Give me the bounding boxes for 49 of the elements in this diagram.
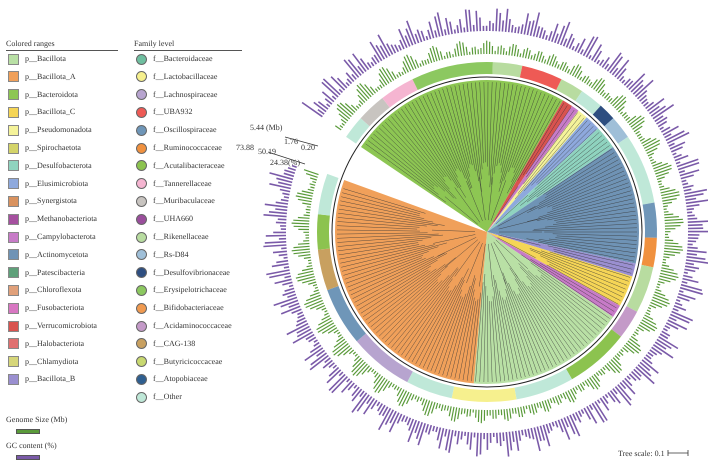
legend-label: p__Patescibacteria [25,266,85,279]
legend-label: f__Muribaculaceae [153,195,215,208]
legend-label: f__Erysipelotrichaceae [153,284,227,296]
legend-label: p__Bacillota_A [25,70,76,83]
legend-label: f__Acidaminococcaceae [153,320,232,332]
axis-label: 24.38(%) [270,157,300,169]
legend-label: p__Elusimicrobiota [25,178,88,190]
legend-label: p__Bacillota_C [25,106,76,118]
legend-label: p__Halobacteriota [25,338,84,350]
legend-label: f__UBA932 [153,106,193,118]
legend-label: f__Lactobacillaceae [153,70,218,83]
legend-label: p__Campylobacterota [25,231,96,243]
axis-label: 5.44 (Mb) [250,122,282,134]
legend-label: p__Fusobacteriota [25,302,84,314]
legend-label: p__Spirochaetota [25,142,81,154]
legend-label: f__Acutalibacteraceae [153,160,225,172]
legend-label: p__Bacillota [25,53,66,65]
legend-label: p__Bacteroidota [25,88,78,101]
legend-label: f__Atopobiaceae [153,373,208,386]
axis-label: 50.19 [258,146,276,158]
legend-label: p__Chloroflexota [25,284,82,296]
legend-label: f__Bifidobacteriaceae [153,302,224,314]
legend-label: f__Bacteroidaceae [153,53,213,65]
legend-label: p__Verrucomicrobiota [25,320,97,332]
legend-label: f__Desulfovibrionaceae [153,266,230,279]
legend-label: p__Methanobacteriota [25,213,97,226]
legend-label: f__Rs-D84 [153,248,189,261]
legend-label: p__Bacillota_B [25,373,76,386]
legend-label: p__Synergistota [25,195,77,208]
legend-label: f__Ruminococcaceae [153,142,222,154]
legend-label: f__UHA660 [153,213,193,226]
legend-label: Genome Size (Mb) [6,414,68,426]
scale-label: Tree scale: 0.1 [618,448,665,460]
legend-label: f__CAG-138 [153,338,196,350]
legend-heading: Family level [134,38,174,50]
legend-label: f__Tannerellaceae [153,178,212,190]
axis-label: 0.20 [301,142,315,154]
legend-label: GC content (%) [6,440,57,452]
legend-label: f__Lachnospiraceae [153,88,218,101]
legend-label: p__Pseudomonadota [25,124,92,136]
legend-label: f__Oscillospiraceae [153,124,217,136]
legend-label: p__Actinomycetota [25,248,88,261]
legend-label: f__Rikenellaceae [153,231,209,243]
legend-label: f__Butyricicoccaceae [153,356,222,368]
legend-label: p__Desulfobacterota [25,160,92,172]
legend-heading: Colored ranges [6,38,55,50]
legend-label: p__Chlamydiota [25,356,78,368]
axis-label: 73.88 [236,142,254,154]
legend-label: f__Other [153,391,182,404]
